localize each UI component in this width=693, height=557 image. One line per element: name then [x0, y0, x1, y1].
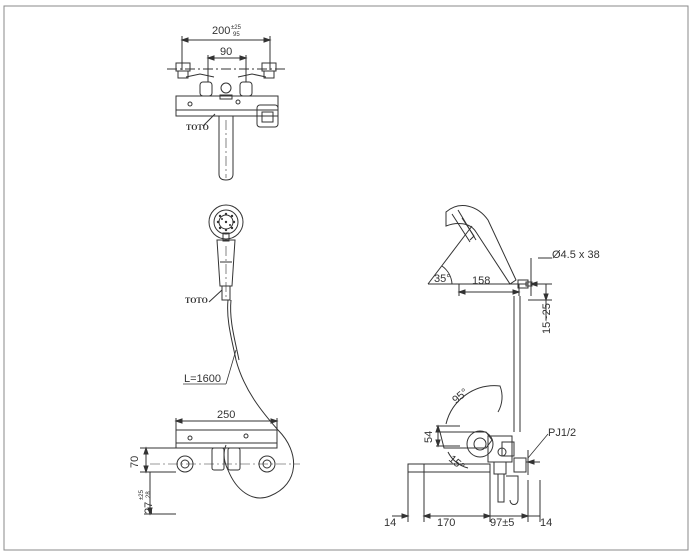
- dim-base-left: 14: [384, 517, 396, 529]
- shower-head-front: [208, 204, 294, 499]
- dim-top-width-tol-minus: 95: [233, 32, 240, 38]
- dim-body-width: 250: [217, 409, 235, 421]
- front-view: [140, 418, 300, 516]
- dim-top-width-tol-plus: ±25: [231, 25, 242, 31]
- dim-handle-height: 54: [423, 431, 435, 443]
- dim-top-width: 200: [212, 25, 230, 37]
- dim-wall-offset: 27: [143, 502, 155, 514]
- top-view: [167, 36, 286, 181]
- side-view: [392, 205, 552, 522]
- dim-head-reach: 158: [472, 275, 490, 287]
- dim-wall-offset-tol-minus: 28: [146, 491, 152, 498]
- dim-handle-angle: 95°: [450, 386, 470, 406]
- dim-bracket-range: 15~25: [541, 303, 553, 334]
- dim-spout-length: 170: [437, 517, 455, 529]
- brand-label-top: TOTO: [186, 123, 209, 132]
- dim-base-right: 14: [540, 517, 552, 529]
- dim-handle-lower-angle: 15°: [446, 453, 466, 473]
- dim-screw-spec: Ø4.5 x 38: [552, 249, 600, 261]
- dim-body-depth: 97±5: [490, 517, 514, 529]
- brand-label-mid: TOTO: [185, 296, 208, 305]
- dim-hose-length: L=1600: [184, 373, 221, 385]
- drawing-border: [3, 5, 689, 551]
- pipe-thread-leader: [527, 433, 549, 459]
- dim-top-spacing: 90: [220, 46, 232, 58]
- dim-body-height: 70: [129, 456, 141, 468]
- dim-head-angle: 35°: [434, 273, 451, 285]
- dim-wall-offset-tol-plus: ±25: [139, 489, 145, 500]
- dim-pipe-thread: PJ1/2: [548, 427, 576, 439]
- hose-leader-diag: [225, 349, 237, 385]
